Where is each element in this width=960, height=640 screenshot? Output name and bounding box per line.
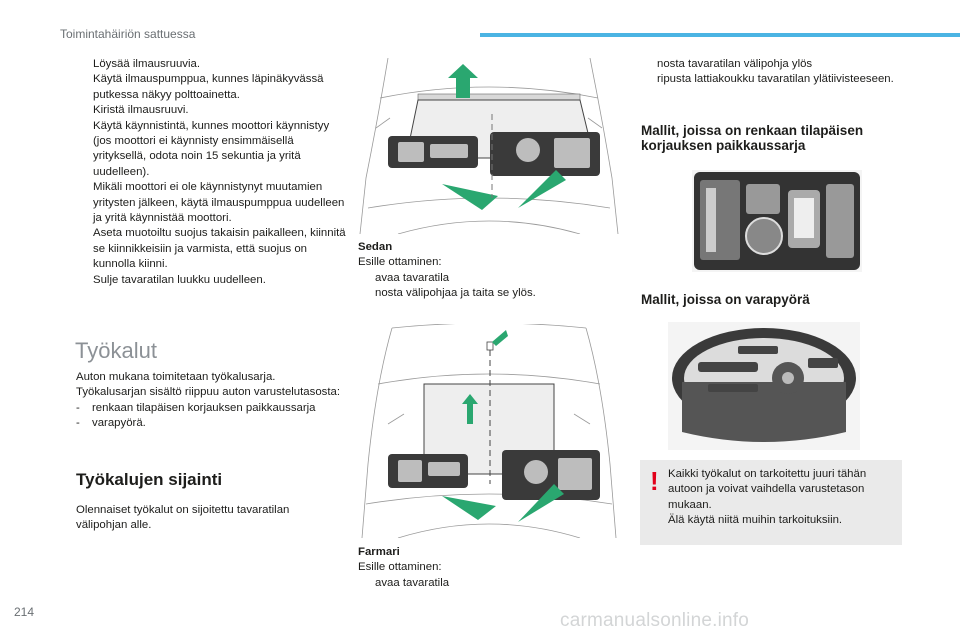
warning-text-extra: Älä käytä niitä muihin tarkoituksiin. [668,514,843,527]
tools-intro: Auton mukana toimitetaan työkalusarja. T… [76,371,341,399]
tools-list: -renkaan tilapäisen korjauksen paikkauss… [76,401,344,432]
repair-kit-drawing [694,172,860,270]
farmari-trunk-drawing [361,322,617,539]
list-item: Löysää ilmausruuvia. [93,58,200,70]
list-item: -varapyörä. [76,416,344,431]
sedan-steps: avaa tavaratila nosta välipohjaa ja tait… [358,271,620,302]
procedure-list: Löysää ilmausruuvia. Käytä ilmauspumppua… [76,57,348,288]
farmari-removal-label: Esille ottaminen: [358,561,442,574]
farmari-title: Farmari [358,546,400,558]
farmari-trunk-illustration [358,322,620,539]
tools-section: Auton mukana toimitetaan työkalusarja. T… [76,370,344,432]
warning-icon: ! [650,466,659,496]
sedan-title: Sedan [358,241,393,253]
warning-text: Kaikki työkalut on tarkoitettu juuri täh… [668,467,894,529]
warning-text-main: Kaikki työkalut on tarkoitettu juuri täh… [668,468,867,511]
location-text: Olennaiset työkalut on sijoitettu tavara… [76,504,290,532]
dash-marker: - [76,417,80,430]
list-item: Aseta muotoiltu suojus takaisin paikalle… [93,227,346,271]
farmari-steps: avaa tavaratila [358,576,620,591]
right-steps: nosta tavaratilan välipohja ylös ripusta… [640,57,902,88]
page-number: 214 [14,605,35,619]
location-heading: Työkalujen sijainti [76,470,223,489]
spare-wheel-drawing [672,328,856,442]
watermark: carmanualsonline.info [560,610,750,631]
dash-marker: - [76,401,80,414]
sedan-removal-label: Esille ottaminen: [358,256,442,269]
list-item: Käytä ilmauspumppua, kunnes läpinäkyväss… [93,73,324,101]
list-item: avaa tavaratila [375,576,450,589]
header-rule [480,33,960,37]
tools-heading: Työkalut [75,338,157,363]
list-item: ripusta lattiakoukku tavaratilan ylätiiv… [657,73,894,86]
list-item: avaa tavaratila [375,271,450,284]
list-item: -renkaan tilapäisen korjauksen paikkauss… [76,401,344,416]
sedan-trunk-drawing [359,57,619,235]
list-item: Kiristä ilmausruuvi. [93,104,189,117]
spare-wheel-heading: Mallit, joissa on varapyörä [641,292,810,307]
list-item: Mikäli moottori ei ole käynnistynyt muut… [93,181,345,225]
left-column: Löysää ilmausruuvia. Käytä ilmauspumppua… [76,57,348,288]
list-item: nosta välipohjaa ja taita se ylös. [375,287,536,300]
running-title: Toimintahäiriön sattuessa [60,27,196,41]
farmari-section: Farmari Esille ottaminen: avaa tavaratil… [358,545,620,591]
list-item: Käytä käynnistintä, kunnes moottori käyn… [93,119,330,178]
right-steps-section: nosta tavaratilan välipohja ylös ripusta… [640,57,902,88]
spare-wheel-illustration [668,322,860,450]
sedan-section: Sedan Esille ottaminen: avaa tavaratila … [358,240,620,302]
sedan-trunk-illustration [358,57,620,235]
list-item: nosta tavaratilan välipohja ylös [657,58,813,70]
repair-kit-heading: Mallit, joissa on renkaan tilapäisen kor… [641,123,864,153]
repair-kit-illustration [692,170,862,272]
list-item: Sulje tavaratilan luukku uudelleen. [93,273,266,286]
warning-box: ! Kaikki työkalut on tarkoitettu juuri t… [640,460,902,545]
